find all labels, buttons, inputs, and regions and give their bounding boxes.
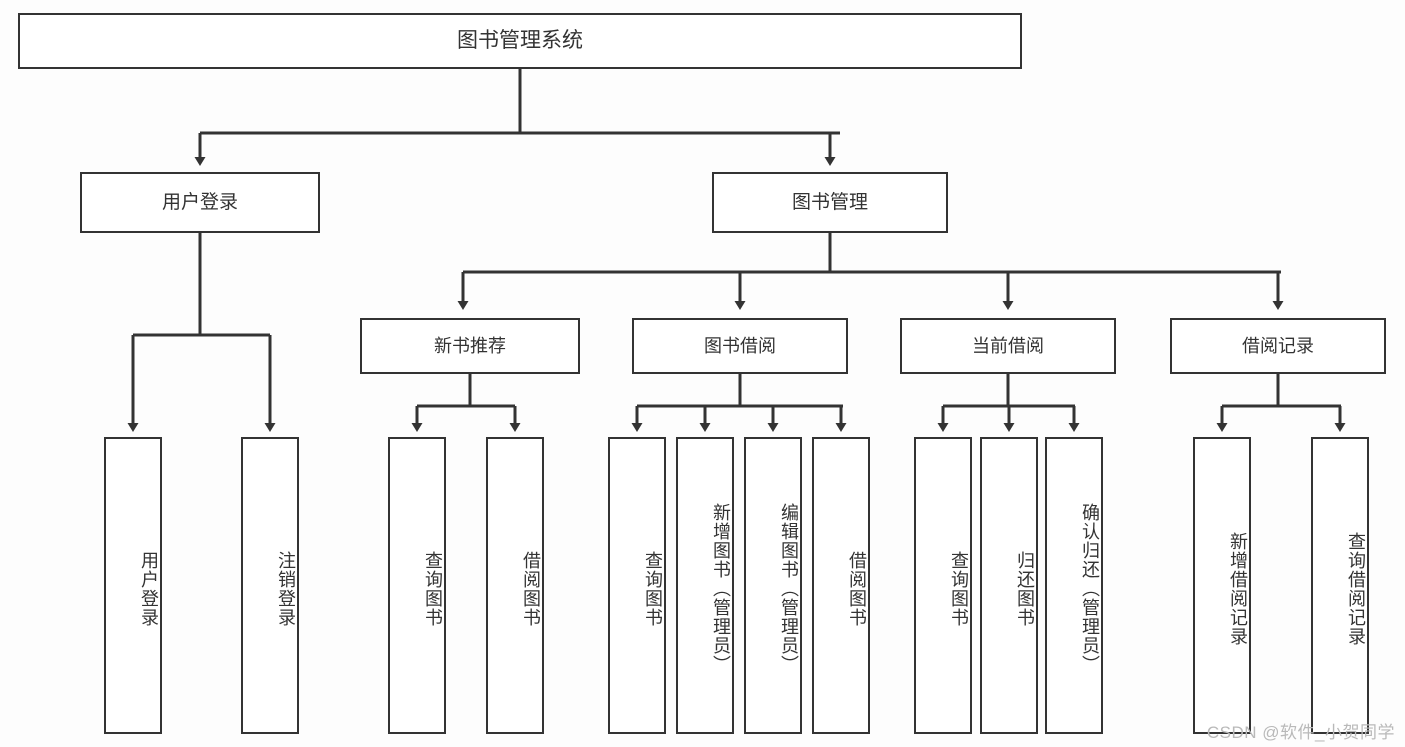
leaf-query-borrow-record[interactable]: 查询借阅记录 (1311, 437, 1369, 734)
node-borrow-record[interactable]: 借阅记录 (1170, 318, 1386, 374)
node-label: 图书管理 (791, 191, 868, 213)
leaf-edit-book-admin[interactable]: 编辑图书（管理员） (744, 437, 802, 734)
watermark-text: CSDN @软件_小贺同学 (1206, 723, 1395, 742)
node-new-book-recommend[interactable]: 新书推荐 (360, 318, 580, 374)
node-label: 图书借阅 (704, 335, 776, 356)
leaf-logout-login[interactable]: 注销登录 (241, 437, 299, 734)
node-label: 查询图书 (949, 550, 969, 627)
leaf-borrow-book-recommend[interactable]: 借阅图书 (486, 437, 544, 734)
node-label: 查询图书 (423, 550, 443, 627)
node-label: 借阅图书 (521, 550, 541, 627)
node-book-borrow[interactable]: 图书借阅 (632, 318, 848, 374)
node-label: 用户登录 (139, 550, 159, 627)
node-label: 确认归还（管理员） (1080, 503, 1100, 674)
leaf-add-borrow-record[interactable]: 新增借阅记录 (1193, 437, 1251, 734)
node-book-management[interactable]: 图书管理 (712, 172, 948, 233)
leaf-borrow-book[interactable]: 借阅图书 (812, 437, 870, 734)
leaf-return-book[interactable]: 归还图书 (980, 437, 1038, 734)
node-current-borrow[interactable]: 当前借阅 (900, 318, 1116, 374)
node-label: 注销登录 (276, 550, 296, 627)
leaf-add-book-admin[interactable]: 新增图书（管理员） (676, 437, 734, 734)
leaf-user-login[interactable]: 用户登录 (104, 437, 162, 734)
node-label: 归还图书 (1015, 550, 1035, 627)
leaf-query-book-recommend[interactable]: 查询图书 (388, 437, 446, 734)
node-label: 查询图书 (643, 550, 663, 627)
leaf-query-book-borrow[interactable]: 查询图书 (608, 437, 666, 734)
leaf-query-book-current[interactable]: 查询图书 (914, 437, 972, 734)
node-label: 用户登录 (161, 191, 238, 213)
node-label: 借阅记录 (1242, 335, 1314, 356)
node-label: 新增图书（管理员） (711, 503, 731, 674)
node-label: 当前借阅 (972, 335, 1044, 356)
node-label: 编辑图书（管理员） (779, 503, 799, 674)
node-label: 新增借阅记录 (1228, 531, 1248, 646)
node-label: 图书管理系统 (457, 28, 583, 52)
node-root-book-management-system[interactable]: 图书管理系统 (18, 13, 1022, 69)
node-label: 借阅图书 (847, 550, 867, 627)
node-user-login[interactable]: 用户登录 (80, 172, 320, 233)
leaf-confirm-return-admin[interactable]: 确认归还（管理员） (1045, 437, 1103, 734)
node-label: 查询借阅记录 (1346, 531, 1366, 646)
node-label: 新书推荐 (434, 335, 506, 356)
